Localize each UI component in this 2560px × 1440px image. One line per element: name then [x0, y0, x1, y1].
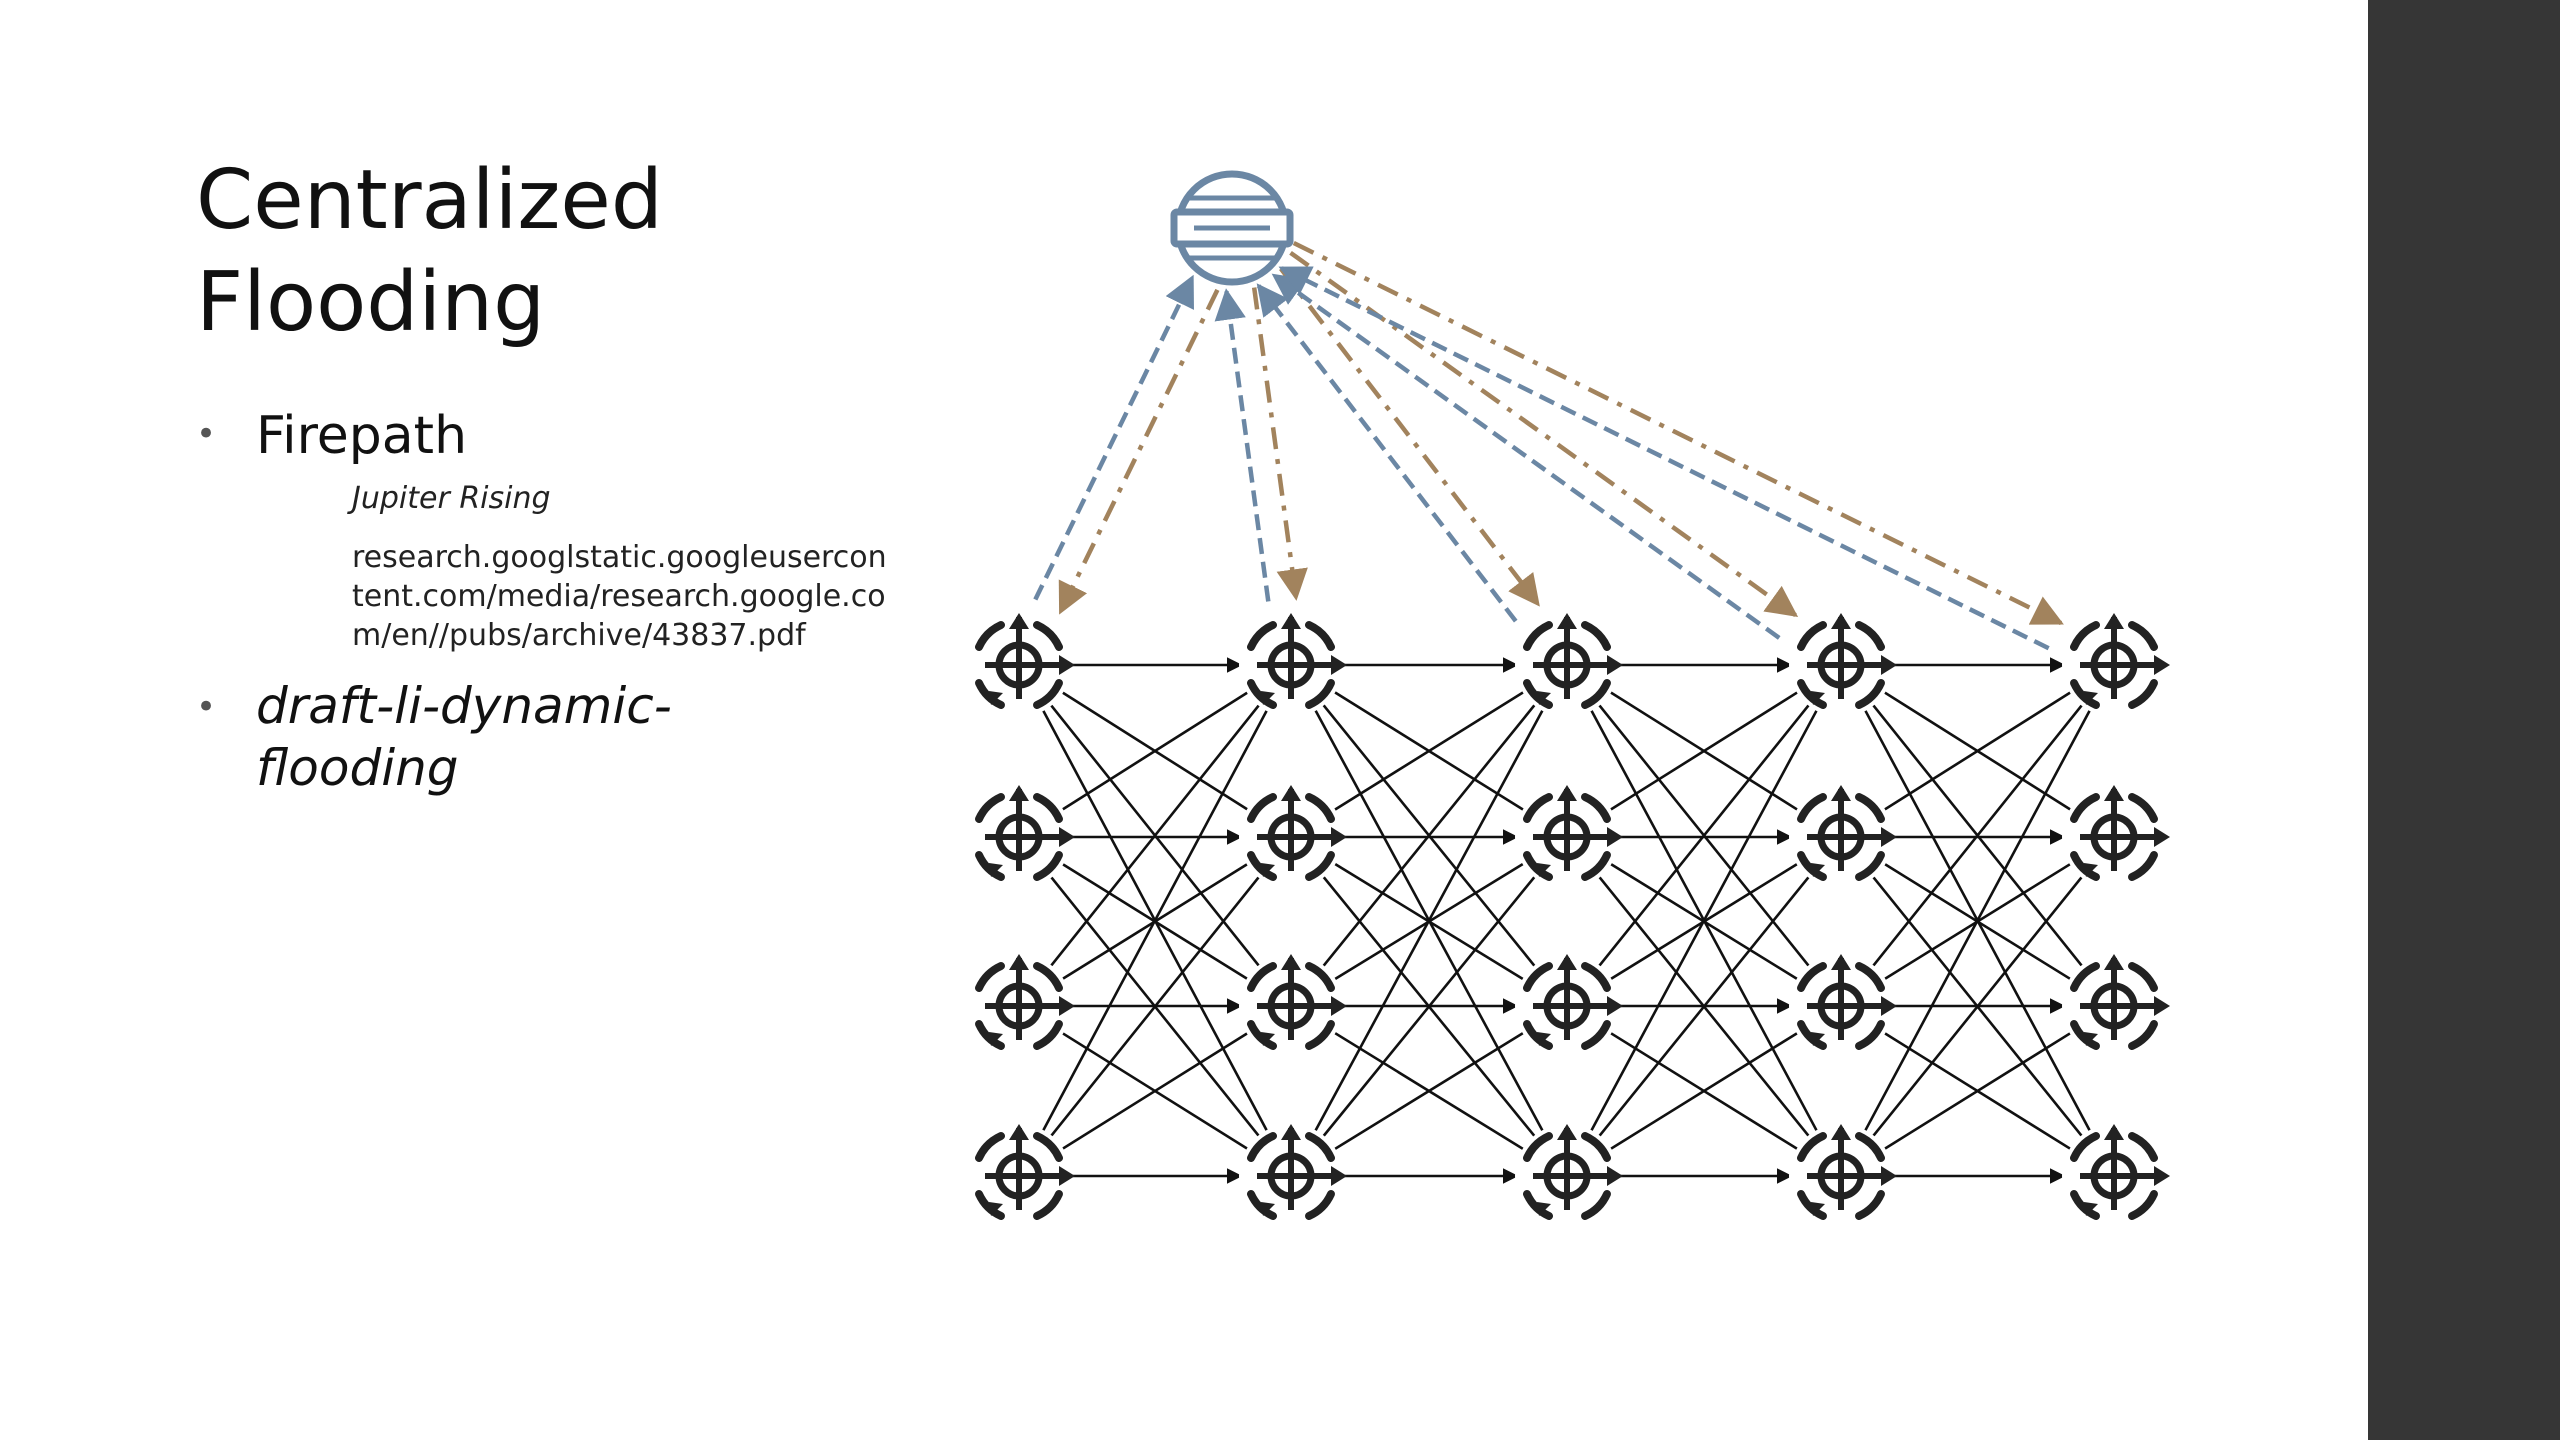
fabric-link	[1603, 1028, 1800, 1151]
fabric-link	[1317, 874, 1537, 1143]
bullet-text-draft-line-2: flooding	[256, 739, 459, 797]
router-icon	[2062, 1124, 2170, 1228]
fabric-link	[1038, 703, 1269, 1133]
router-grid	[967, 613, 2170, 1228]
router-icon	[1515, 785, 1623, 889]
controller-arrows	[1033, 240, 2064, 651]
flooding-topology-diagram	[967, 170, 2170, 1228]
citation-url-line-1: research.googlstatic.googleusercon	[352, 540, 887, 575]
bullet-dot: •	[196, 687, 217, 727]
fabric-link	[1045, 875, 1261, 1143]
fabric-link	[1603, 858, 1800, 981]
fabric-link	[1045, 870, 1261, 1138]
router-icon	[1789, 1124, 1897, 1228]
fabric-link	[1877, 1028, 2073, 1151]
fabric-link	[1055, 859, 1250, 981]
flood-arrow-to-controller	[1271, 273, 1781, 640]
router-icon	[1515, 613, 1623, 717]
router-icon	[967, 1124, 1075, 1228]
fabric-link	[1055, 1028, 1250, 1151]
flood-arrow-to-controller	[1278, 266, 2050, 651]
citation-title: Jupiter Rising	[352, 481, 551, 516]
fabric-link	[1317, 698, 1537, 968]
fabric-link	[1877, 690, 2073, 815]
fabric-link	[1603, 690, 1800, 815]
title-line-2: Flooding	[196, 255, 546, 350]
fabric-link	[1055, 687, 1250, 812]
side-panel	[2368, 0, 2560, 1440]
server-icon	[1170, 170, 1294, 286]
bullet-item-firepath: • Firepath Jupiter Rising research.googl…	[196, 400, 887, 655]
flood-arrow-to-controller	[1033, 274, 1195, 601]
fabric-link	[1586, 703, 1819, 1133]
fabric-link	[1593, 703, 1811, 973]
title-line-1: Centralized	[196, 153, 663, 248]
router-icon	[2062, 613, 2170, 717]
bullet-text-draft-line-1: draft-li-dynamic-	[256, 677, 672, 735]
bullet-text-firepath: Firepath	[256, 406, 468, 466]
fabric-link	[1867, 870, 2084, 1138]
citation-url-line-2: tent.com/media/research.google.co	[352, 579, 886, 614]
router-icon	[1239, 785, 1347, 889]
slide: Centralized Flooding • Firepath Jupiter …	[196, 150, 2170, 1228]
fabric-link	[1045, 703, 1261, 973]
fabric-link	[1586, 708, 1819, 1138]
flood-arrow-from-controller	[1058, 288, 1220, 615]
fabric-link	[1860, 708, 2092, 1138]
bullet-list: • Firepath Jupiter Rising research.googl…	[196, 400, 887, 799]
bullet-text-draft: draft-li-dynamic- flooding	[256, 675, 876, 799]
slide-title: Centralized Flooding	[196, 150, 663, 354]
router-icon	[2062, 785, 2170, 889]
fabric-link	[1867, 703, 2084, 973]
fabric-link	[1327, 687, 1526, 812]
router-icon	[2062, 954, 2170, 1058]
fabric-link	[1593, 698, 1811, 968]
fabric-link	[1327, 1027, 1526, 1151]
router-icon	[1515, 954, 1623, 1058]
router-icon	[1789, 954, 1897, 1058]
fabric-link	[1593, 870, 1811, 1138]
fabric-link	[1055, 690, 1250, 815]
flood-arrow-to-controller	[1214, 288, 1271, 602]
flood-arrow-from-controller	[1251, 287, 1308, 601]
fabric-link	[1867, 875, 2084, 1143]
fabric-link	[1055, 1031, 1250, 1154]
fabric-link	[1877, 1031, 2073, 1154]
router-icon	[1239, 954, 1347, 1058]
fabric-link	[1327, 858, 1526, 981]
fabric-link	[1045, 698, 1261, 968]
router-icon	[967, 785, 1075, 889]
fabric-link	[1310, 703, 1545, 1133]
fabric-link	[1310, 708, 1545, 1138]
flood-arrow-from-controller	[1289, 250, 1799, 617]
controller	[1170, 170, 1294, 286]
router-icon	[1239, 1124, 1347, 1228]
fabric-link	[1593, 875, 1811, 1143]
fabric-link	[1603, 1031, 1800, 1154]
bullet-item-draft: • draft-li-dynamic- flooding	[196, 675, 876, 799]
bullet-dot: •	[196, 414, 217, 454]
fabric-link	[1877, 687, 2073, 812]
fabric-link	[1860, 703, 2092, 1133]
router-icon	[1239, 613, 1347, 717]
fabric-link	[1327, 1031, 1526, 1155]
fabric-link	[1317, 703, 1537, 973]
router-icon	[1789, 613, 1897, 717]
router-icon	[1789, 785, 1897, 889]
fabric-link	[1867, 698, 2084, 968]
fabric-link	[1877, 859, 2073, 981]
citation-url-line-3: m/en//pubs/archive/43837.pdf	[352, 618, 806, 653]
fabric-links	[1038, 657, 2092, 1184]
citation-url: research.googlstatic.googleusercon tent.…	[352, 538, 887, 655]
fabric-link	[1327, 690, 1526, 815]
fabric-link	[1038, 708, 1269, 1138]
fabric-link	[1603, 687, 1800, 812]
router-icon	[1515, 1124, 1623, 1228]
fabric-link	[1317, 870, 1537, 1139]
router-icon	[967, 954, 1075, 1058]
flood-arrow-from-controller	[1292, 240, 2064, 626]
router-icon	[967, 613, 1075, 717]
